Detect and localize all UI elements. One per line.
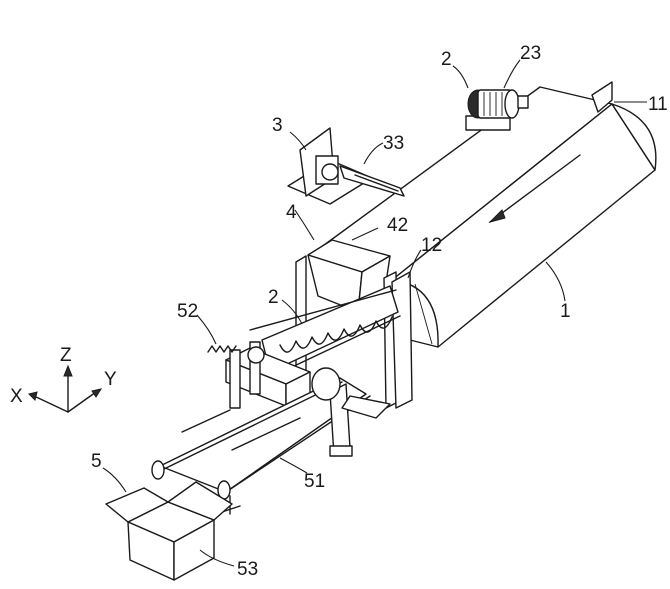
drive-motor <box>465 89 529 131</box>
axis-label-z: Z <box>60 345 72 366</box>
main-housing <box>319 86 657 348</box>
label-3: 3 <box>272 115 283 136</box>
axis-triad <box>28 364 103 413</box>
left-support <box>207 341 311 409</box>
leader-lines <box>102 59 647 567</box>
label-12: 12 <box>421 235 442 256</box>
belt-conveyor <box>151 367 391 515</box>
collection-box <box>105 481 233 581</box>
feed-hopper <box>295 239 413 409</box>
reference-numerals: 2 23 11 3 33 4 42 12 1 2 52 51 5 53 Z Y … <box>10 43 668 580</box>
label-52: 52 <box>177 301 198 322</box>
label-42: 42 <box>387 215 408 236</box>
bracket-assembly <box>287 127 405 205</box>
label-11: 11 <box>648 94 668 115</box>
label-51: 51 <box>304 471 325 492</box>
label-2-conveyor: 2 <box>268 287 279 308</box>
label-53: 53 <box>237 559 258 580</box>
label-1: 1 <box>560 301 571 322</box>
label-4: 4 <box>286 202 297 223</box>
label-5: 5 <box>91 451 102 472</box>
label-33: 33 <box>383 133 404 154</box>
label-2-motor: 2 <box>441 49 452 70</box>
axis-label-y: Y <box>104 369 117 390</box>
end-plate <box>591 81 613 113</box>
label-23: 23 <box>520 43 541 64</box>
axis-label-x: X <box>10 386 23 407</box>
